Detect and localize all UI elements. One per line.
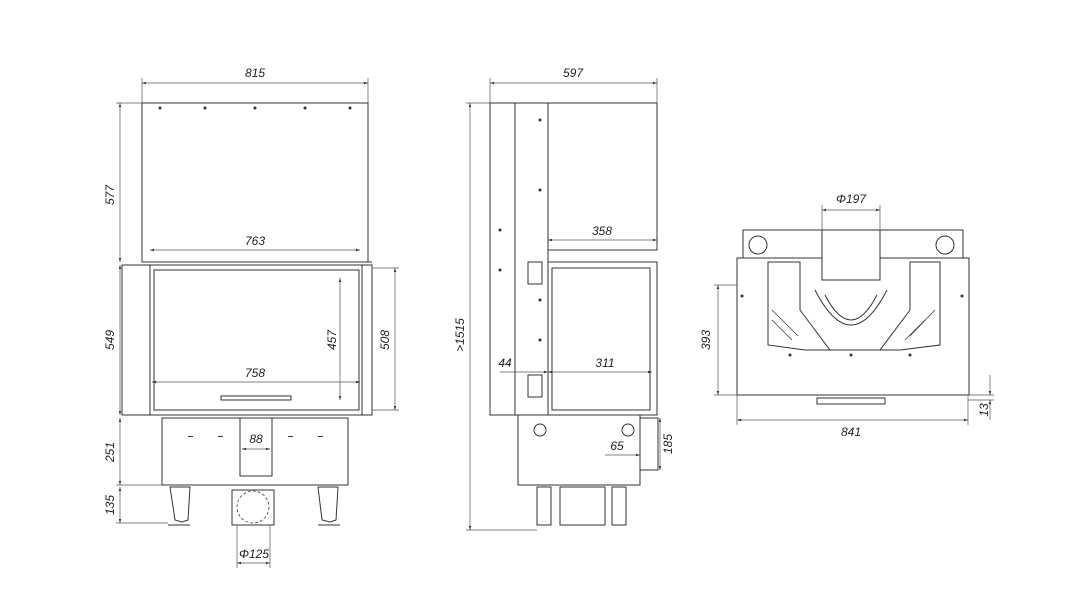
dim-758: 758	[245, 366, 265, 380]
dim-185: 185	[661, 434, 675, 454]
dim-44: 44	[498, 356, 512, 370]
dim-815: 815	[245, 66, 265, 80]
dim-358: 358	[592, 224, 612, 238]
dim-577: 577	[103, 184, 117, 205]
front-view: 815 577 763 549 457 508 758 88 251 135 Φ…	[103, 66, 399, 568]
dim-311: 311	[595, 356, 614, 370]
dim-251: 251	[103, 442, 117, 463]
dim-65: 65	[610, 439, 624, 453]
dim-flue-125: Φ125	[239, 547, 269, 561]
dim-763: 763	[245, 234, 265, 248]
dim-549: 549	[103, 330, 117, 350]
top-view: Φ197 841 393 13	[699, 192, 994, 439]
dim-88: 88	[249, 432, 263, 446]
side-view: 597 358 >1515 44 311 65 185	[453, 66, 675, 531]
dim-1515: >1515	[453, 318, 467, 352]
dim-841: 841	[841, 425, 861, 439]
dim-508: 508	[378, 330, 392, 350]
dim-flue-197: Φ197	[836, 192, 867, 206]
dim-457: 457	[325, 329, 339, 350]
dim-13: 13	[977, 403, 991, 417]
dim-597: 597	[563, 66, 584, 80]
dim-135: 135	[103, 495, 117, 515]
dim-393: 393	[699, 330, 713, 350]
